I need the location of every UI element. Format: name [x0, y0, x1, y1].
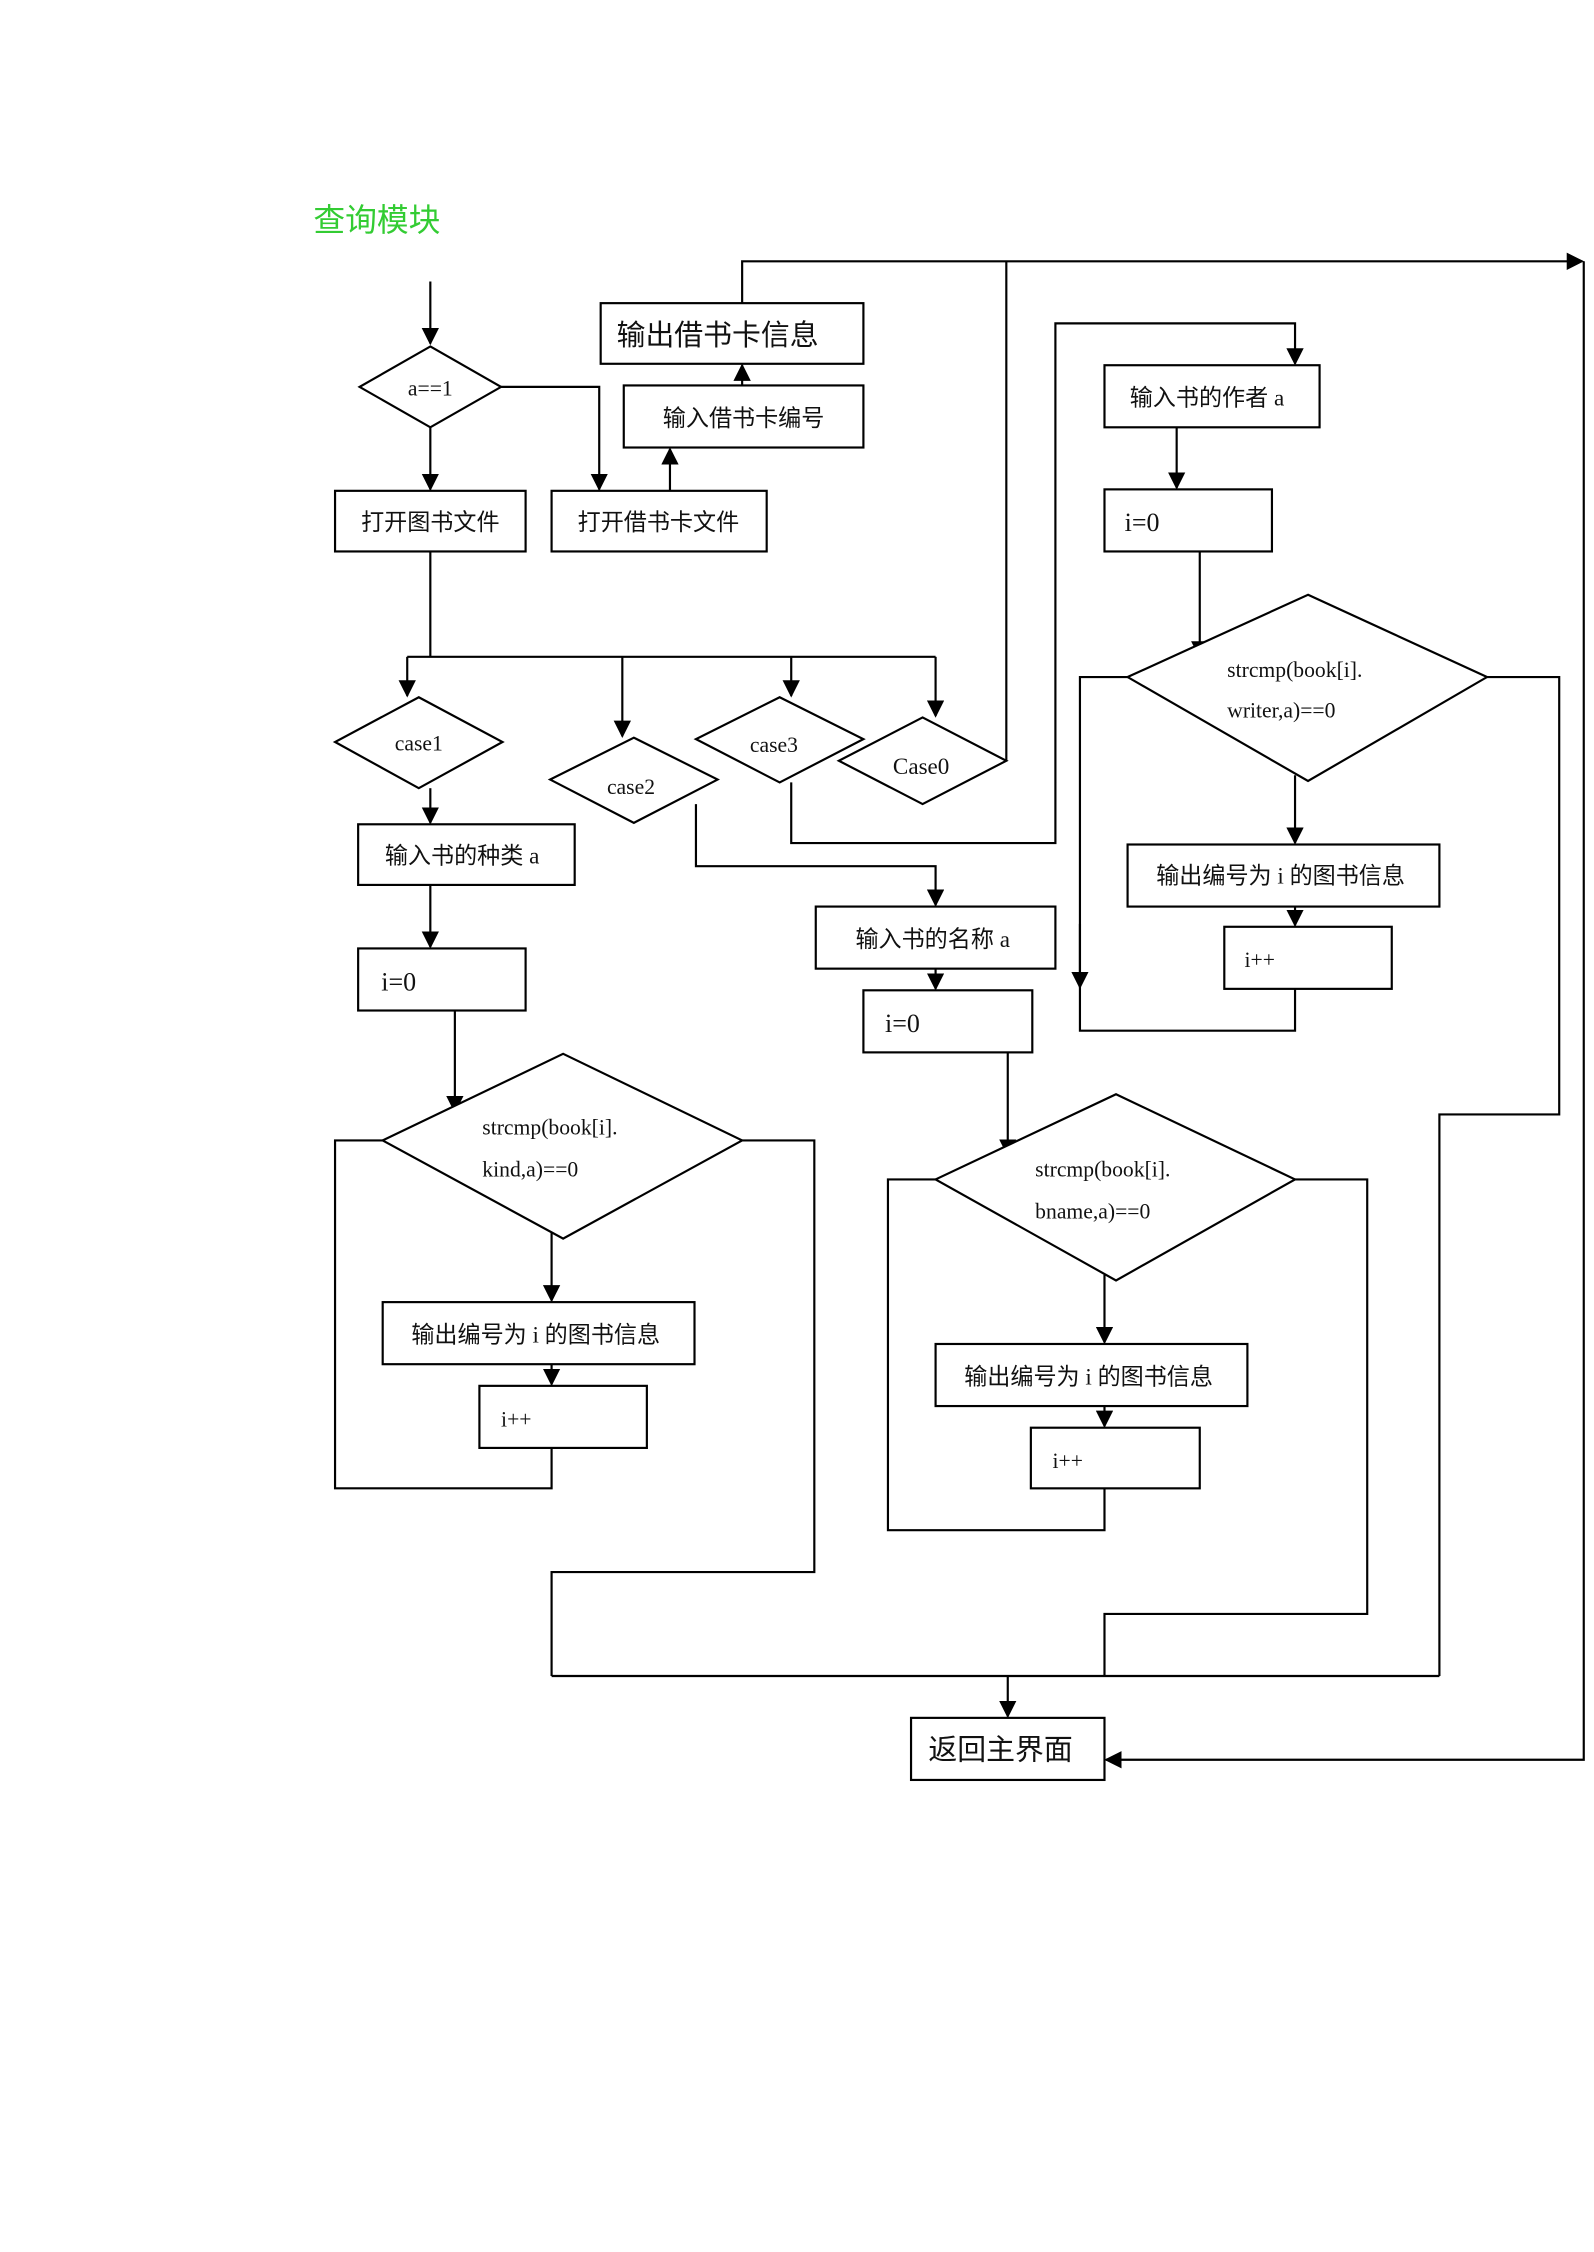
bname-increment-label: i++	[1053, 1449, 1083, 1473]
writer-input-box	[1103, 364, 1321, 429]
start-decision-label: a==1	[408, 377, 453, 401]
open-book-file-box	[333, 489, 527, 553]
writer-output-box	[1126, 843, 1441, 908]
writer-output-label: 输出编号为 i 的图书信息	[1156, 862, 1405, 888]
open-card-file-label: 打开借书卡文件	[578, 509, 740, 535]
writer-condition-diamond	[1125, 593, 1490, 783]
start-decision-diamond	[357, 345, 504, 429]
connector-kind-loop-back	[333, 1139, 553, 1490]
kind-condition-diamond	[380, 1052, 745, 1240]
open-book-file-label: 打开图书文件	[361, 509, 499, 535]
output-card-info-label: 输出借书卡信息	[617, 320, 819, 352]
bname-init-label: i=0	[885, 1009, 920, 1038]
connector-kind-false-exit	[550, 1139, 816, 1677]
diagram-title: 查询模块	[313, 203, 440, 238]
input-card-id-label: 输入借书卡编号	[663, 405, 825, 431]
kind-increment-box	[478, 1384, 648, 1450]
case3-label: case3	[750, 733, 798, 757]
case3-diamond	[693, 696, 866, 784]
connector-bname-false-exit	[1103, 1178, 1369, 1677]
case0-diamond	[836, 716, 1009, 806]
kind-condition-line1: strcmp(book[i].	[482, 1116, 617, 1140]
writer-init-label: i=0	[1125, 508, 1160, 537]
case1-diamond	[332, 696, 505, 790]
writer-input-label: 输入书的作者 a	[1130, 385, 1284, 411]
connector-output-card-to-top-rail	[741, 252, 1585, 304]
connector-case3-to-writer-input	[790, 322, 1304, 845]
bname-output-box	[934, 1342, 1249, 1408]
writer-increment-label: i++	[1245, 948, 1275, 972]
kind-increment-label: i++	[501, 1407, 531, 1431]
case2-diamond	[547, 736, 720, 825]
case1-label: case1	[395, 732, 443, 756]
bname-output-label: 输出编号为 i 的图书信息	[964, 1363, 1213, 1389]
connector-bname-loop-back	[886, 1178, 1106, 1532]
open-card-file-box	[550, 489, 768, 553]
bname-condition-line1: strcmp(book[i].	[1035, 1158, 1170, 1182]
connector-right-rail-to-return	[1104, 261, 1585, 1769]
kind-input-box	[357, 823, 576, 887]
connector-writer-loop-back	[1078, 675, 1297, 1032]
bname-condition-line2: bname,a)==0	[1035, 1199, 1150, 1223]
kind-condition-line2: kind,a)==0	[482, 1158, 578, 1182]
output-card-info-box	[599, 302, 865, 365]
writer-init-box	[1103, 488, 1274, 553]
connector-a1-to-card-file	[501, 385, 608, 492]
connector-writer-false-exit	[1438, 675, 1561, 1677]
bname-input-label: 输入书的名称 a	[855, 926, 1009, 952]
return-main-label: 返回主界面	[928, 1735, 1072, 1767]
writer-condition-line1: strcmp(book[i].	[1227, 658, 1362, 682]
case0-label: Case0	[893, 753, 949, 779]
bname-input-box	[814, 905, 1057, 970]
case2-label: case2	[607, 775, 655, 799]
connector-case2-to-bname-input	[694, 804, 945, 907]
input-card-id-box	[622, 384, 865, 449]
return-main-box	[909, 1716, 1106, 1782]
kind-output-box	[381, 1301, 696, 1366]
bname-increment-box	[1029, 1426, 1201, 1490]
bname-condition-diamond	[933, 1093, 1298, 1282]
bname-init-box	[862, 989, 1034, 1054]
kind-init-label: i=0	[381, 967, 416, 996]
kind-init-box	[357, 947, 527, 1012]
kind-output-label: 输出编号为 i 的图书信息	[411, 1322, 660, 1348]
writer-increment-box	[1223, 925, 1393, 990]
writer-condition-line2: writer,a)==0	[1227, 698, 1335, 722]
kind-input-label: 输入书的种类 a	[385, 842, 539, 868]
